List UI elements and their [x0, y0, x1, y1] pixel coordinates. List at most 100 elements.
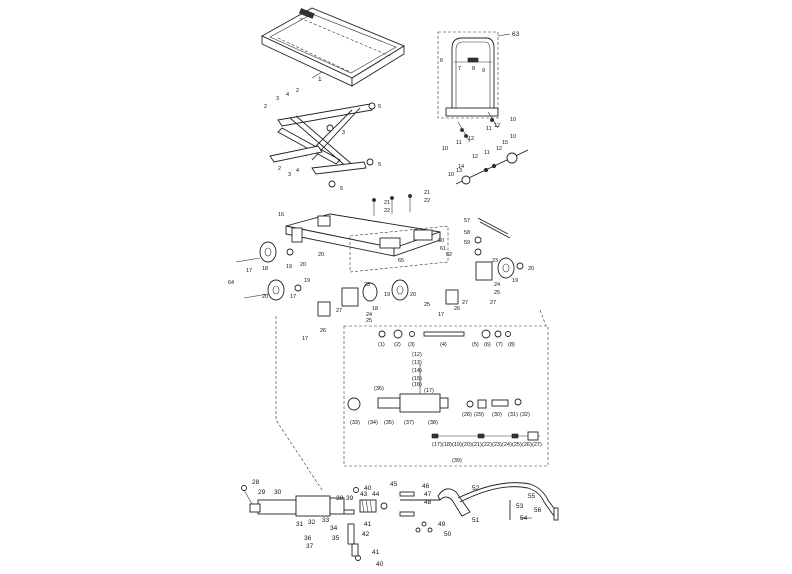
callout-39: 39 [346, 495, 354, 502]
callout-43: 43 [360, 491, 368, 498]
kit-label-2: (2) [394, 342, 401, 348]
callout-3b: 3 [342, 130, 345, 136]
callout-3c: 3 [288, 172, 291, 178]
callout-2b: 2 [296, 88, 299, 94]
callout-16: 16 [278, 212, 284, 218]
callout-50: 50 [444, 531, 452, 538]
guide-line-left [275, 316, 323, 491]
kit-label-r20: (20) [462, 442, 472, 448]
callout-20e: 20 [410, 292, 416, 298]
callout-5a: 5 [378, 104, 381, 110]
callout-10b: 10 [510, 117, 516, 123]
callout-20a: 20 [318, 252, 324, 258]
callout-17c: 17 [302, 336, 308, 342]
callout-65: 65 [398, 258, 404, 264]
callout-32: 32 [308, 519, 316, 526]
kit-label-28: (28) [462, 412, 472, 418]
callout-2a: 2 [264, 104, 267, 110]
callout-11a: 11 [456, 140, 462, 146]
callout-4a: 4 [286, 92, 289, 98]
base-frame [285, 213, 449, 273]
callout-6: 6 [440, 58, 443, 64]
kit-label-5: (5) [472, 342, 479, 348]
kit-label-37: (37) [404, 420, 414, 426]
kit-label-r24: (24) [502, 442, 512, 448]
callout-5c: 5 [340, 186, 343, 192]
callout-13: 13 [456, 168, 462, 174]
callout-46: 46 [422, 483, 430, 490]
pedal-assembly [399, 482, 559, 533]
callout-31: 31 [296, 521, 304, 528]
callout-36: 36 [304, 535, 312, 542]
callout-12b: 12 [494, 123, 500, 129]
callout-56: 56 [534, 507, 542, 514]
callout-26a: 26 [320, 328, 326, 334]
callout-38: 38 [336, 495, 344, 502]
handle-bolts [457, 111, 499, 143]
callout-20d: 20 [528, 266, 534, 272]
callout-24b: 24 [366, 312, 372, 318]
callout-62: 62 [446, 252, 452, 258]
kit-label-r25: (25) [512, 442, 522, 448]
callout-60: 60 [438, 238, 444, 244]
callout-24a: 24 [494, 282, 500, 288]
callout-5b: 5 [378, 162, 381, 168]
callout-1: 1 [318, 76, 322, 83]
callout-10c: 10 [448, 172, 454, 178]
kit-label-36: (36) [374, 386, 384, 392]
callout-15: 15 [502, 140, 508, 146]
kit-label-r17: (17) [432, 442, 442, 448]
bottom-callouts: 28 29 30 31 32 33 34 35 36 37 38 39 40 4… [252, 479, 542, 568]
callout-10a: 10 [442, 146, 448, 152]
callout-9: 9 [482, 68, 485, 74]
kit-label-3: (3) [408, 342, 415, 348]
release-lever [474, 217, 511, 256]
callout-51: 51 [472, 517, 480, 524]
callout-44: 44 [372, 491, 380, 498]
frame-bolts [372, 194, 412, 216]
callout-27a: 27 [490, 300, 496, 306]
callout-12c: 12 [472, 154, 478, 160]
kit-label-r22: (22) [482, 442, 492, 448]
callout-42: 42 [362, 531, 370, 538]
callout-23a: 23 [492, 258, 498, 264]
callout-45: 45 [390, 481, 398, 488]
callout-57: 57 [464, 218, 470, 224]
callout-22b: 22 [424, 198, 430, 204]
callout-49: 49 [438, 521, 446, 528]
kit-label-r23: (23) [492, 442, 502, 448]
pump-kit-right-labels: (28) (29) (30) (31) (32) [462, 412, 530, 418]
callout-8: 8 [472, 66, 475, 72]
callout-41b: 41 [372, 549, 380, 556]
callout-27c: 27 [462, 300, 468, 306]
callout-22a: 22 [384, 208, 390, 214]
pump-kit-box [343, 325, 549, 467]
callout-54: 54 [520, 515, 528, 522]
callout-35: 35 [332, 535, 340, 542]
kit-label-38: (38) [428, 420, 438, 426]
kit-label-r19: (19) [452, 442, 462, 448]
callout-19d: 19 [384, 292, 390, 298]
callout-2c: 2 [278, 166, 281, 172]
callout-33: 33 [322, 517, 330, 524]
callout-25a: 25 [494, 290, 500, 296]
callout-40b: 40 [376, 561, 384, 568]
kit-label-r27: (27) [532, 442, 542, 448]
kit-label-32: (32) [520, 412, 530, 418]
callout-17b: 17 [290, 294, 296, 300]
callout-29: 29 [258, 489, 266, 496]
callout-12d: 12 [496, 146, 502, 152]
callout-21a: 21 [384, 200, 390, 206]
callout-20b: 20 [300, 262, 306, 268]
handle-part [437, 31, 499, 119]
kit-label-7: (7) [496, 342, 503, 348]
callout-12a: 12 [468, 136, 474, 142]
callout-53b: 53 [516, 503, 524, 510]
pump-kit-vert-labels: (12) (13) (14) (15) (16) (17) [412, 352, 434, 394]
pump-kit-row3-labels: (17) (18) (19) (20) (21) (22) (23) (24) … [432, 442, 542, 464]
callout-11c: 11 [484, 150, 490, 156]
callout-48: 48 [424, 499, 432, 506]
callout-21b: 21 [424, 190, 430, 196]
callout-64: 64 [228, 280, 234, 286]
callout-11b: 11 [486, 126, 492, 132]
